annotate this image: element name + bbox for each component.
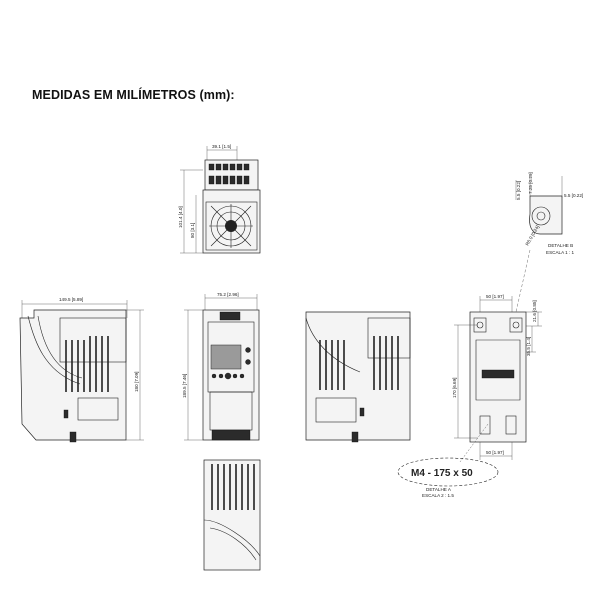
detail-a-scale: ESCALA 2 : 1.5 <box>422 493 454 498</box>
detail-b-dim-3: 5.5 [0.22] <box>564 193 583 198</box>
detail-a-callout <box>397 457 499 487</box>
mount-right-dim-2: 35.5 [1.4] <box>526 337 531 356</box>
left-side-view: 149.5 [5.89] 180 [7.09] <box>19 297 144 443</box>
detail-b-dim-1: 5.5 [0.22] <box>516 181 521 200</box>
mounting-hole-icon <box>531 206 551 226</box>
right-vents <box>319 336 399 390</box>
detail-a-label: DETALHE A <box>426 487 452 492</box>
left-view-depth-dim: 149.5 [5.89] <box>59 297 83 302</box>
page-title: MEDIDAS EM MILÍMETROS (mm): <box>32 88 235 102</box>
mount-top-width-dim: 50 [1.97] <box>486 294 504 299</box>
mount-bottom-width-dim: 50 [1.97] <box>486 450 504 455</box>
right-side-view <box>305 311 411 443</box>
top-view: 39.1 [1.5] 101.4 [4.0] 80 [3.1] <box>178 144 261 254</box>
top-view-width-dim: 39.1 [1.5] <box>212 144 231 149</box>
display-screen <box>210 344 242 370</box>
left-view-height-dim: 180 [7.09] <box>134 372 139 392</box>
detail-b-scale: ESCALA 1 : 1 <box>546 250 575 255</box>
detail-b-dim-2: 7.25 [0.29] <box>528 172 533 194</box>
top-view-height-dim-2: 80 [3.1] <box>190 223 195 238</box>
mount-right-dim-1: 21.6 [0.85] <box>532 300 537 322</box>
front-view-height-dim: 189.5 [7.46] <box>182 374 187 398</box>
terminal-row <box>208 163 250 185</box>
mount-left-height-dim: 170 [6.69] <box>452 378 457 398</box>
mounting-view: 50 [1.97] 170 [6.69] 21.6 [0.85] 35.5 [1… <box>397 294 542 498</box>
detail-b-label: DETALHE B <box>548 243 573 248</box>
front-view: 75.2 [2.96] 189.5 [7.46] <box>182 292 260 441</box>
front-view-width-dim: 75.2 [2.96] <box>217 292 239 297</box>
bottom-vents <box>211 464 255 510</box>
top-view-height-dim-1: 101.4 [4.0] <box>178 206 183 228</box>
detail-b: 5.5 [0.22] 7.25 [0.29] 5.5 [0.22] R6.0 [… <box>515 172 583 313</box>
left-vents <box>65 336 109 392</box>
screw-label: M4 - 175 x 50 <box>411 468 473 479</box>
bottom-view <box>203 459 261 571</box>
